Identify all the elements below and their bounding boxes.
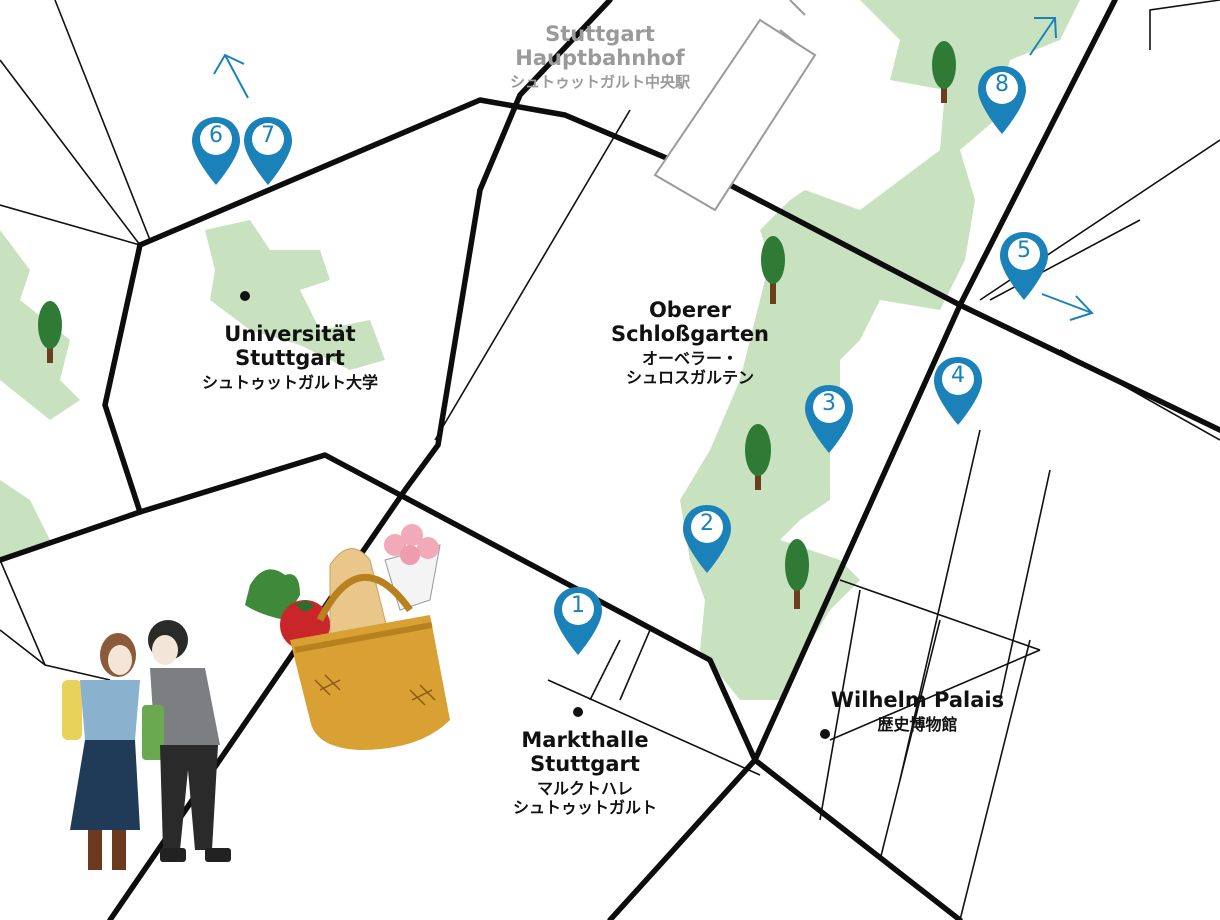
station-building (653, 0, 817, 212)
road-e (752, 0, 1118, 763)
location-pin-icon (192, 117, 240, 185)
station-name: Stuttgart Hauptbahnhof (515, 22, 685, 71)
tree-icon (761, 236, 785, 304)
location-pin-icon (934, 357, 982, 425)
location-pin-icon (244, 117, 292, 185)
location-pin-4[interactable]: 4 (932, 355, 984, 427)
park-left-bottom (0, 480, 50, 560)
couple-illustration (62, 620, 231, 870)
location-pin-icon (978, 66, 1026, 134)
park-university (205, 220, 385, 370)
landmark-wilhelm-palais[interactable]: Wilhelm Palais 歴史博物館 (810, 688, 1025, 735)
pin-number: 7 (261, 123, 275, 148)
park-schlossgarten (680, 0, 1080, 700)
pin-number: 2 (700, 511, 714, 536)
direction-arrow-icon (213, 53, 249, 99)
pin-number: 3 (822, 391, 836, 416)
pin-number: 6 (209, 123, 223, 148)
road-b (137, 97, 1220, 433)
location-pin-6[interactable]: 6 (190, 115, 242, 187)
pin-number: 1 (571, 593, 585, 618)
pin-number: 5 (1017, 238, 1031, 263)
wilhelm-name: Wilhelm Palais (830, 688, 1005, 712)
tree-icon (785, 539, 809, 609)
tree-icon (745, 424, 771, 490)
station-name-jp: シュトゥットガルト中央駅 (509, 73, 690, 92)
direction-arrow-icon (1041, 293, 1094, 321)
schlossgarten-name: Oberer Schloßgarten (610, 298, 770, 347)
location-pin-8[interactable]: 8 (976, 64, 1028, 136)
university-marker (240, 291, 250, 301)
direction-arrow-icon (1029, 17, 1057, 56)
trees (38, 41, 956, 609)
wilhelm-name-jp: 歴史博物館 (877, 715, 958, 735)
university-name-jp: シュトゥットガルト大学 (201, 373, 378, 393)
direction-arrows (213, 17, 1094, 321)
location-pin-1[interactable]: 1 (552, 585, 604, 657)
location-pin-icon (683, 505, 731, 573)
landmark-university[interactable]: Universität Stuttgart シュトゥットガルト大学 (160, 322, 420, 393)
landmark-schlossgarten[interactable]: Oberer Schloßgarten オーベラー・ シュロスガルテン (580, 298, 800, 387)
pin-number: 8 (995, 72, 1009, 97)
location-pin-7[interactable]: 7 (242, 115, 294, 187)
university-name: Universität Stuttgart (224, 322, 356, 371)
landmark-hauptbahnhof[interactable]: Stuttgart Hauptbahnhof シュトゥットガルト中央駅 (475, 22, 725, 92)
location-pin-icon (1000, 232, 1048, 300)
road-c (102, 242, 143, 515)
markthalle-name-jp: マルクトハレ シュトゥットガルト (512, 779, 657, 817)
tree-icon (932, 41, 956, 103)
markthalle-marker (573, 707, 583, 717)
wilhelm-marker (820, 729, 830, 739)
location-pin-icon (805, 385, 853, 453)
location-pin-5[interactable]: 5 (998, 230, 1050, 302)
location-pin-icon (554, 587, 602, 655)
pin-number: 4 (951, 363, 965, 388)
landmark-markthalle[interactable]: Markthalle Stuttgart マルクトハレ シュトゥットガルト (470, 728, 700, 817)
location-pin-2[interactable]: 2 (681, 503, 733, 575)
tree-icon (38, 301, 62, 363)
road-f (752, 757, 963, 920)
market-basket-illustration (245, 524, 450, 750)
location-pin-3[interactable]: 3 (803, 383, 855, 455)
markthalle-name: Markthalle Stuttgart (521, 728, 649, 777)
schlossgarten-name-jp: オーベラー・ シュロスガルテン (625, 349, 754, 387)
